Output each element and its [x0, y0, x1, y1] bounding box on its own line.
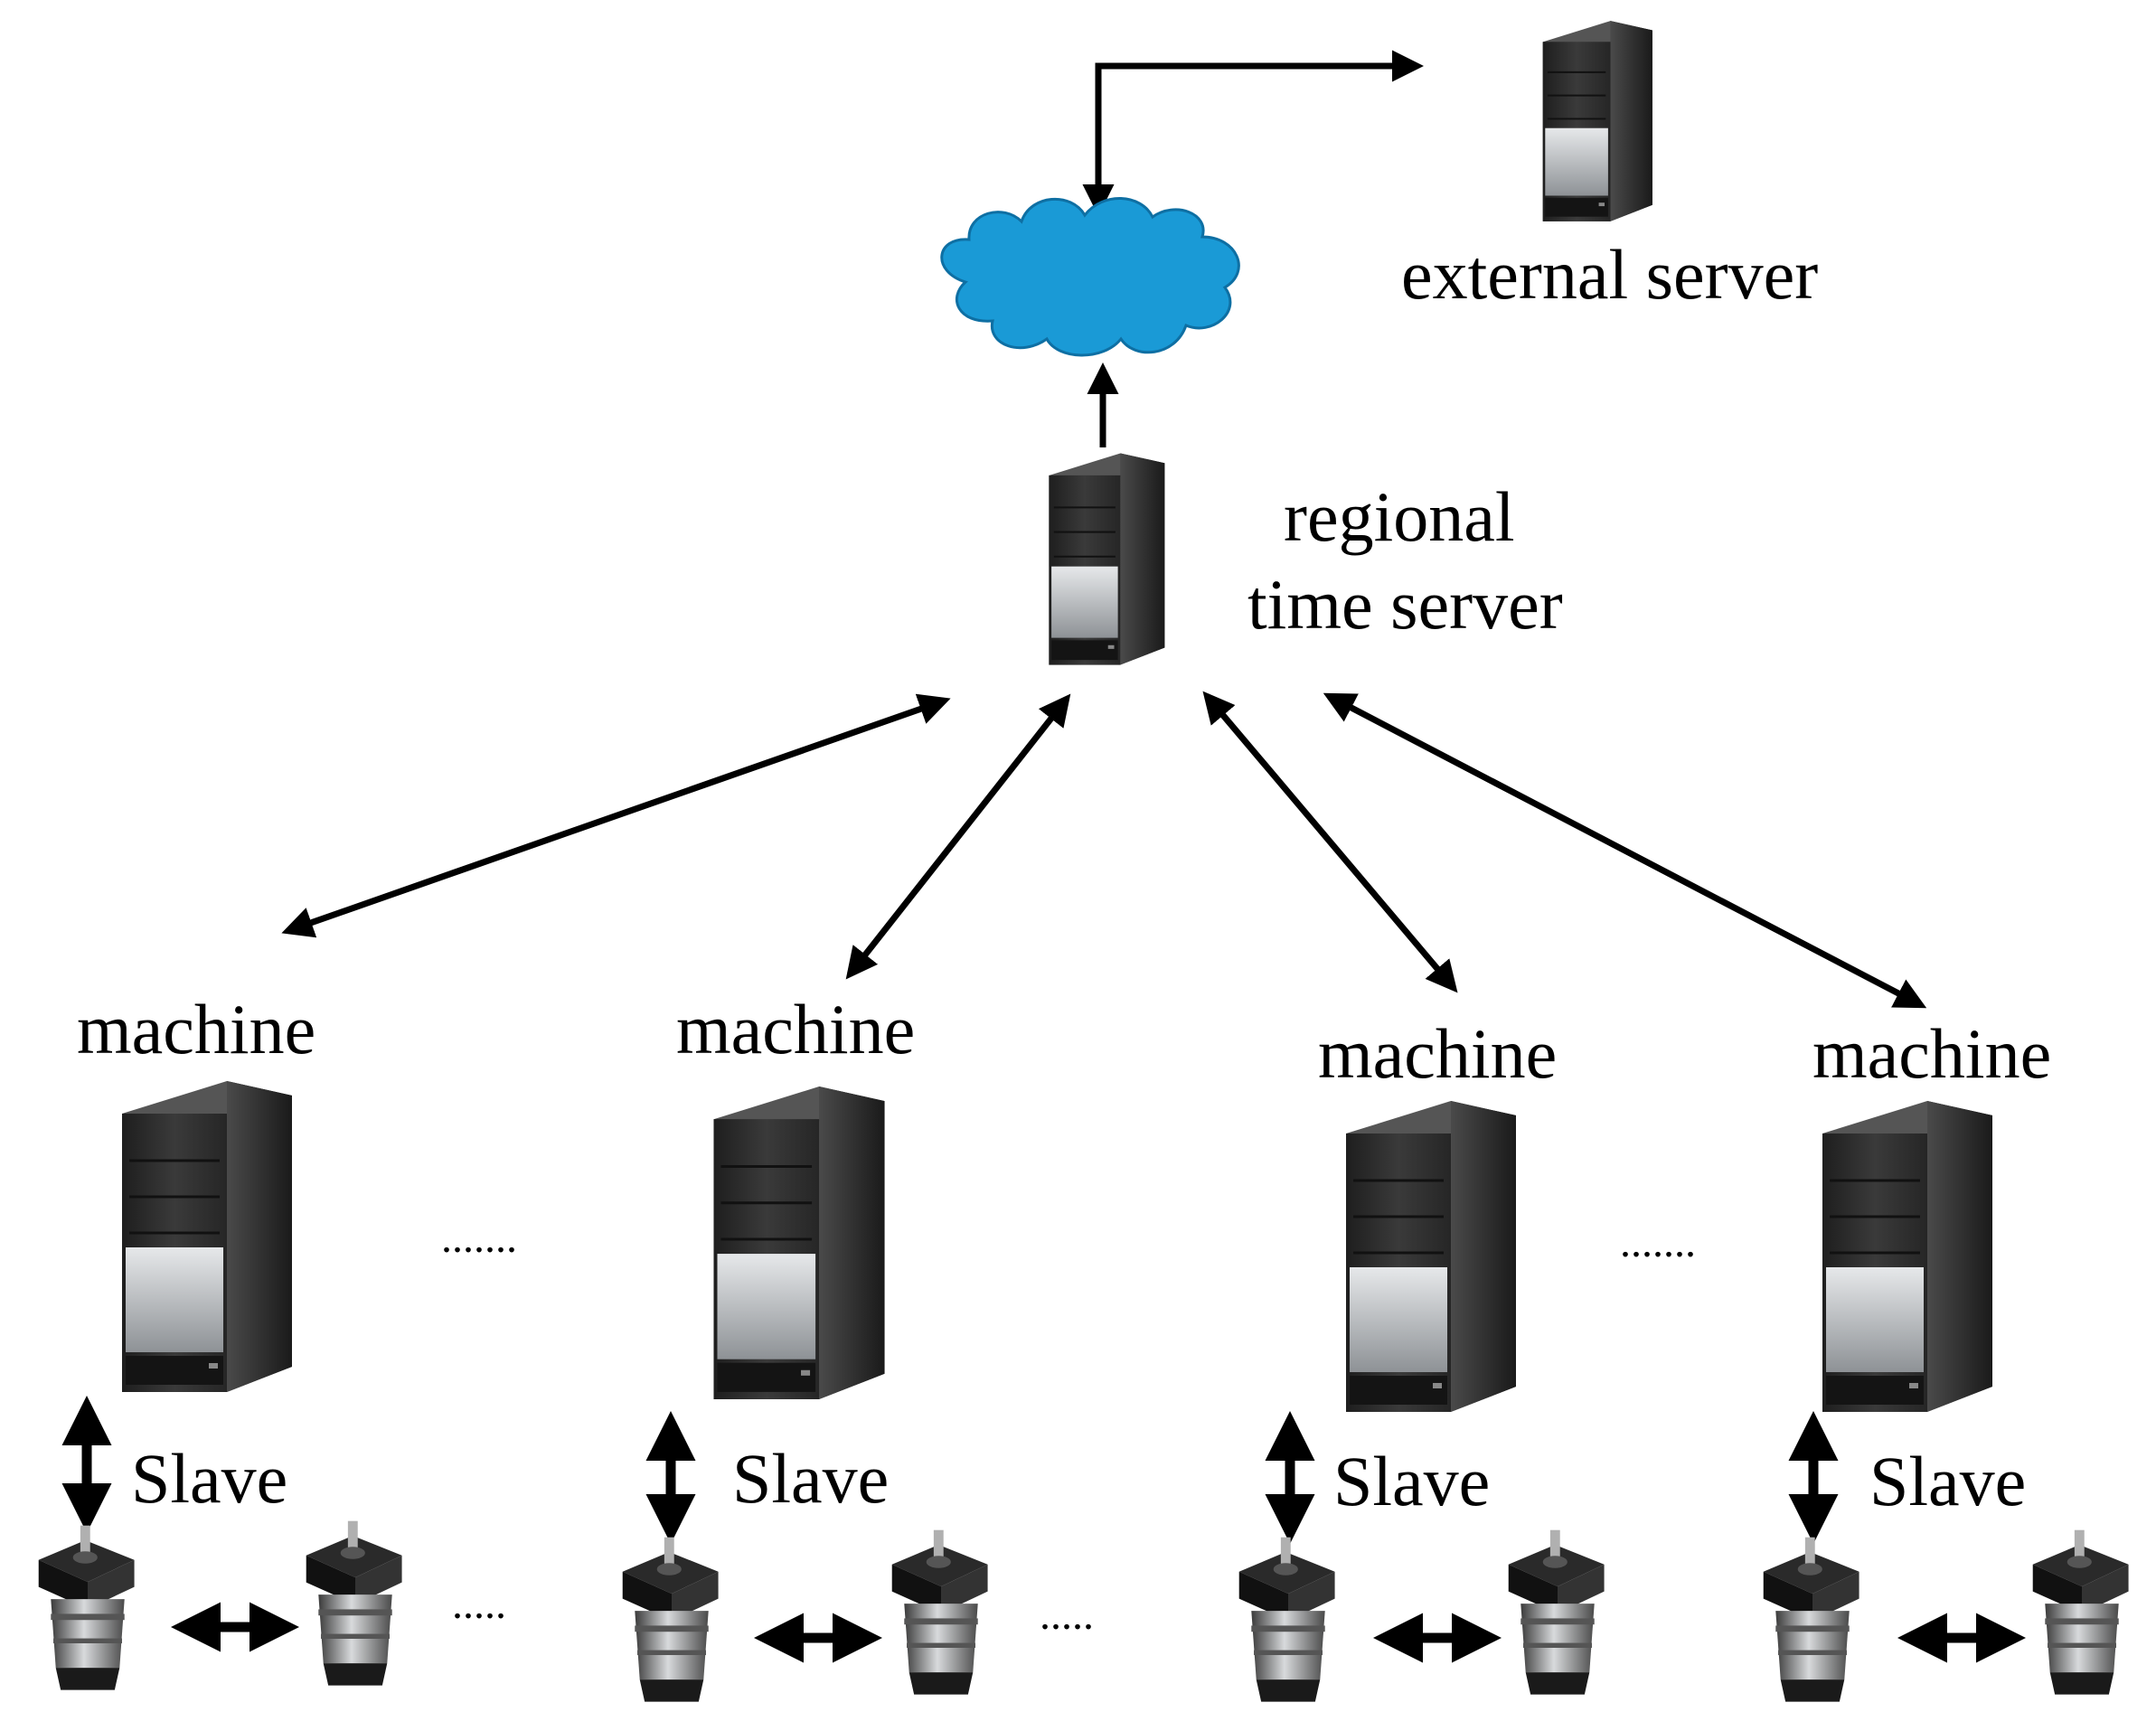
machines-ellipsis-right: ....... — [1620, 1218, 1696, 1266]
machine-1-label: machine — [77, 990, 315, 1068]
slave-4-label: Slave — [1869, 1442, 2026, 1520]
regional-label-line2: time server — [1247, 565, 1563, 644]
machine-2-label: machine — [676, 990, 915, 1068]
servo-motor-icon — [306, 1520, 402, 1686]
servo-motor-icon — [1763, 1537, 1859, 1702]
regional-to-machine-2-link — [845, 693, 1071, 980]
slaves-ellipsis-2: ..... — [1040, 1591, 1094, 1639]
machine-3-label: machine — [1318, 1014, 1557, 1093]
machine-1-server-icon — [122, 1081, 292, 1392]
machine-4-label: machine — [1812, 1014, 2051, 1093]
regional-label-line1: regional — [1284, 477, 1515, 556]
regional-to-machine-1-link — [281, 693, 951, 938]
machine-3-server-icon — [1346, 1101, 1516, 1412]
servo-motor-icon — [622, 1537, 719, 1702]
external-server-icon — [1541, 19, 1654, 223]
regional-to-machine-4-link — [1323, 692, 1927, 1009]
servo-motor-icon — [1238, 1537, 1335, 1702]
slave-1-label: Slave — [131, 1439, 287, 1518]
servo-motor-icon — [1508, 1529, 1605, 1695]
regional-time-server-icon — [1048, 452, 1166, 666]
servo-motor-icon — [2032, 1529, 2129, 1695]
machine-4-server-icon — [1822, 1101, 1992, 1412]
slave-2-label: Slave — [732, 1439, 889, 1518]
cloud-icon — [940, 197, 1240, 357]
servo-motor-icon — [38, 1525, 135, 1690]
external-server-label: external server — [1401, 235, 1818, 314]
slaves-ellipsis-1: ..... — [452, 1580, 506, 1628]
machine-2-server-icon — [713, 1086, 884, 1399]
slave-3-label: Slave — [1333, 1442, 1490, 1520]
machines-ellipsis-left: ....... — [441, 1214, 517, 1262]
cloud-to-external-link — [1082, 50, 1424, 216]
servo-motor-icon — [891, 1529, 988, 1695]
